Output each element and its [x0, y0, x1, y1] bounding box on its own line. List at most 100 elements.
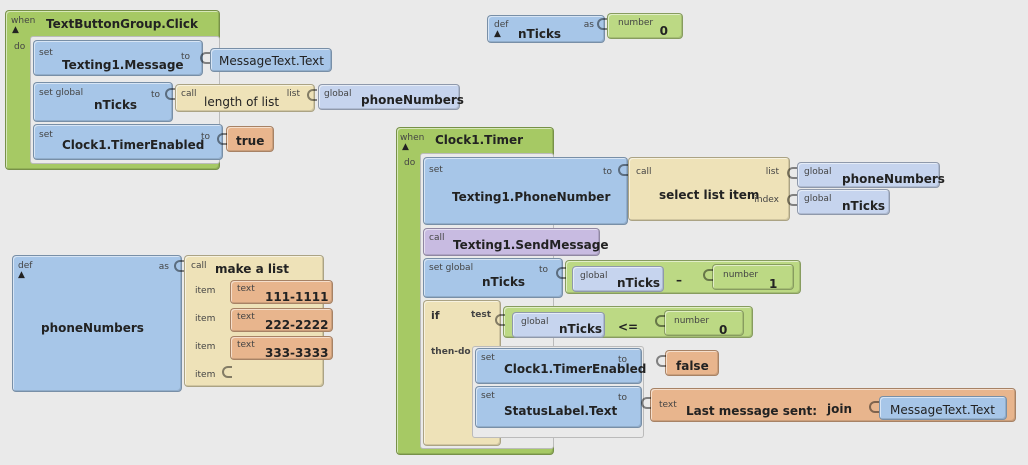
set-clock-timerenabled-block[interactable]: set Clock1.TimerEnabled to — [475, 348, 646, 384]
number-block[interactable]: number 0 — [607, 13, 683, 39]
text-item-block[interactable]: text 333-3333 — [230, 336, 333, 360]
plug-icon — [703, 267, 715, 283]
number-block[interactable]: number 1 — [712, 264, 794, 290]
plug-icon — [217, 131, 229, 147]
call-name: make a list — [215, 262, 289, 276]
set-global-nticks-block[interactable]: set global nTicks to — [33, 82, 173, 122]
set-clock-timerenabled-block[interactable]: set Clock1.TimerEnabled to — [33, 124, 223, 160]
global-label: global — [324, 89, 352, 99]
global-label: global — [804, 167, 832, 177]
as-label: as — [583, 20, 594, 30]
number-value: 0 — [719, 323, 728, 337]
getter-label: MessageText.Text — [890, 403, 995, 417]
set-texting-message-block[interactable]: set Texting1.Message to — [33, 40, 203, 76]
text-label: text — [237, 312, 255, 322]
set-global-label: set global — [429, 263, 474, 273]
setter-target: Texting1.PhoneNumber — [452, 190, 611, 204]
number-block[interactable]: number 0 — [664, 310, 744, 336]
to-label: to — [180, 52, 190, 62]
to-label: to — [617, 393, 627, 403]
global-nticks-getter[interactable]: global nTicks — [512, 312, 605, 338]
do-label: do — [14, 42, 26, 52]
length-of-list-call-block[interactable]: call length of list list — [175, 84, 315, 112]
plug-icon — [200, 50, 212, 66]
index-label: index — [754, 195, 779, 205]
global-nticks-getter[interactable]: global nTicks — [797, 189, 890, 215]
getter-label: phoneNumbers — [361, 93, 464, 107]
set-label: set — [39, 130, 53, 140]
false-boolean-block[interactable]: false — [665, 350, 719, 376]
join-label: join — [827, 402, 853, 416]
def-phonenumbers-block[interactable]: def ▲ phoneNumbers as — [12, 255, 182, 392]
plug-icon — [174, 258, 186, 274]
boolean-value: true — [236, 134, 265, 148]
getter-label: nTicks — [842, 199, 886, 213]
set-global-label: set global — [39, 88, 84, 98]
setter-target: StatusLabel.Text — [504, 404, 618, 418]
list-label: list — [765, 167, 779, 177]
call-name: select list item — [659, 188, 760, 202]
to-label: to — [602, 167, 612, 177]
empty-socket-plug-icon[interactable] — [222, 364, 234, 380]
collapse-triangle-icon[interactable]: ▲ — [494, 29, 501, 39]
getter-label: phoneNumbers — [842, 172, 945, 186]
number-label: number — [674, 316, 710, 326]
set-label: set — [429, 165, 443, 175]
def-nticks-block[interactable]: def ▲ nTicks as — [487, 15, 605, 43]
messagetext-getter-block[interactable]: MessageText.Text — [879, 396, 1007, 420]
to-label: to — [200, 132, 210, 142]
text-value: 222-2222 — [265, 318, 329, 332]
set-label: set — [39, 48, 53, 58]
getter-label: nTicks — [559, 322, 603, 336]
set-texting-phonenumber-block[interactable]: set Texting1.PhoneNumber to — [423, 157, 628, 225]
call-name: Texting1.SendMessage — [453, 238, 609, 252]
plug-icon — [869, 399, 881, 415]
call-label: call — [191, 261, 207, 271]
collapse-triangle-icon[interactable]: ▲ — [12, 25, 19, 35]
as-label: as — [158, 262, 169, 272]
to-label: to — [617, 355, 627, 365]
test-label: test — [471, 310, 492, 320]
when-label: when — [400, 133, 425, 143]
number-label: number — [723, 270, 759, 280]
variable-name: nTicks — [518, 27, 562, 41]
set-label: set — [481, 353, 495, 363]
collapse-triangle-icon[interactable]: ▲ — [402, 142, 409, 152]
global-phonenumbers-getter[interactable]: global phoneNumbers — [797, 162, 945, 188]
text-item-block[interactable]: text 111-1111 — [230, 280, 333, 304]
texting-sendmessage-call-block[interactable]: call Texting1.SendMessage — [423, 228, 608, 256]
select-list-item-call-block[interactable]: call select list item list index — [628, 157, 790, 221]
operator: – — [676, 273, 682, 287]
global-nticks-getter[interactable]: global nTicks — [572, 266, 664, 292]
set-global-nticks-block[interactable]: set global nTicks to — [423, 258, 563, 298]
text-item-block[interactable]: text 222-2222 — [230, 308, 333, 332]
plug-icon — [641, 395, 653, 411]
plug-icon — [656, 353, 668, 369]
global-phonenumbers-getter[interactable]: global phoneNumbers — [318, 84, 464, 110]
item-label: item — [195, 314, 216, 324]
text-value: 111-1111 — [265, 290, 329, 304]
setter-target: nTicks — [482, 275, 526, 289]
call-label: call — [429, 233, 445, 243]
set-label: set — [481, 391, 495, 401]
text-label: text — [237, 340, 255, 350]
call-label: call — [181, 89, 197, 99]
list-label: list — [286, 89, 300, 99]
true-boolean-block[interactable]: true — [226, 126, 274, 152]
variable-name: phoneNumbers — [41, 321, 144, 335]
event-name: TextButtonGroup.Click — [46, 17, 198, 31]
operator: <= — [618, 320, 639, 334]
set-statuslabel-text-block[interactable]: set StatusLabel.Text to — [475, 386, 642, 428]
messagetext-getter-block[interactable]: MessageText.Text — [210, 48, 332, 72]
setter-target: Clock1.TimerEnabled — [504, 362, 647, 376]
plug-icon — [597, 16, 609, 32]
getter-label: MessageText.Text — [219, 54, 324, 68]
collapse-triangle-icon[interactable]: ▲ — [18, 270, 25, 280]
plug-icon — [495, 312, 507, 328]
to-label: to — [150, 90, 160, 100]
event-name: Clock1.Timer — [435, 133, 524, 147]
plug-icon — [618, 162, 630, 178]
setter-target: Texting1.Message — [62, 58, 184, 72]
text-label: text — [659, 400, 677, 410]
then-do-label: then-do — [431, 347, 471, 357]
